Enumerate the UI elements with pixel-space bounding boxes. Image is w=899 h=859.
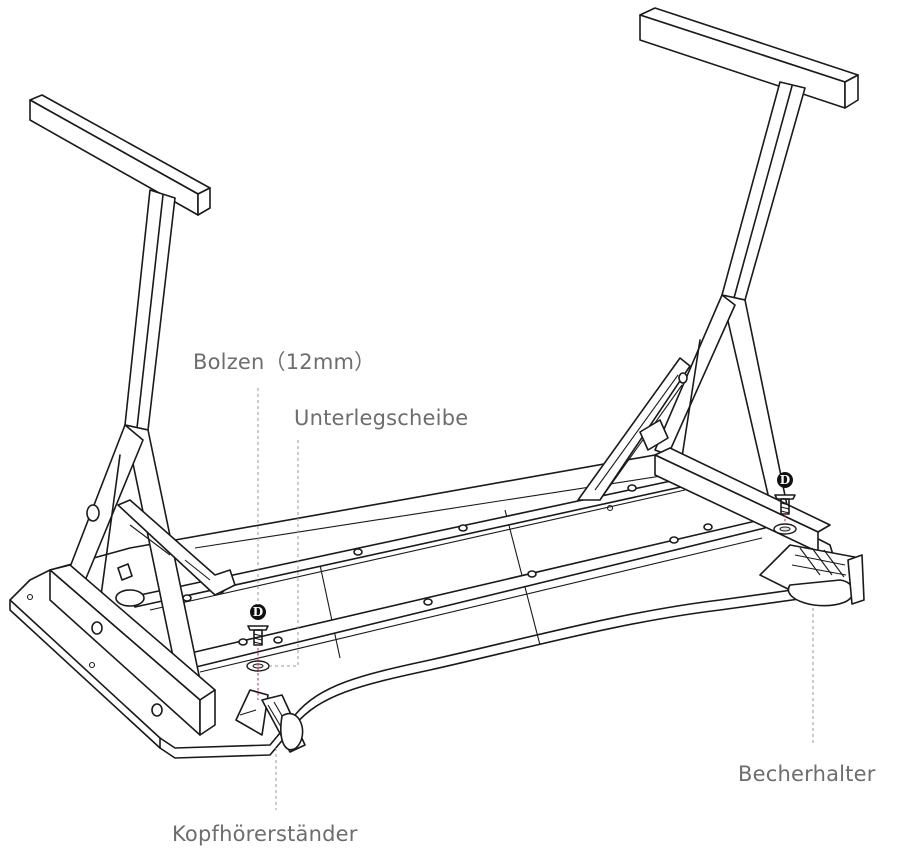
right-bolt-marker-letter: D <box>779 473 791 487</box>
left-leg-frame <box>29 94 216 736</box>
headphone-stand-label: Kopfhörerständer <box>172 822 358 846</box>
right-leg-frame <box>639 7 859 553</box>
left-bolt-callout <box>246 604 270 700</box>
washer-label: Unterlegscheibe <box>294 406 469 430</box>
right-diagonal-bracket <box>577 357 691 501</box>
bolt-label: Bolzen（12mm） <box>193 350 376 374</box>
right-bolt-callout <box>773 472 797 535</box>
cup-holder-label: Becherhalter <box>738 762 876 786</box>
left-bracket <box>115 499 236 607</box>
cup-holder <box>759 544 865 607</box>
left-bolt-marker-letter: D <box>252 605 264 619</box>
headphone-stand <box>235 689 306 753</box>
leader-lines <box>257 388 814 810</box>
